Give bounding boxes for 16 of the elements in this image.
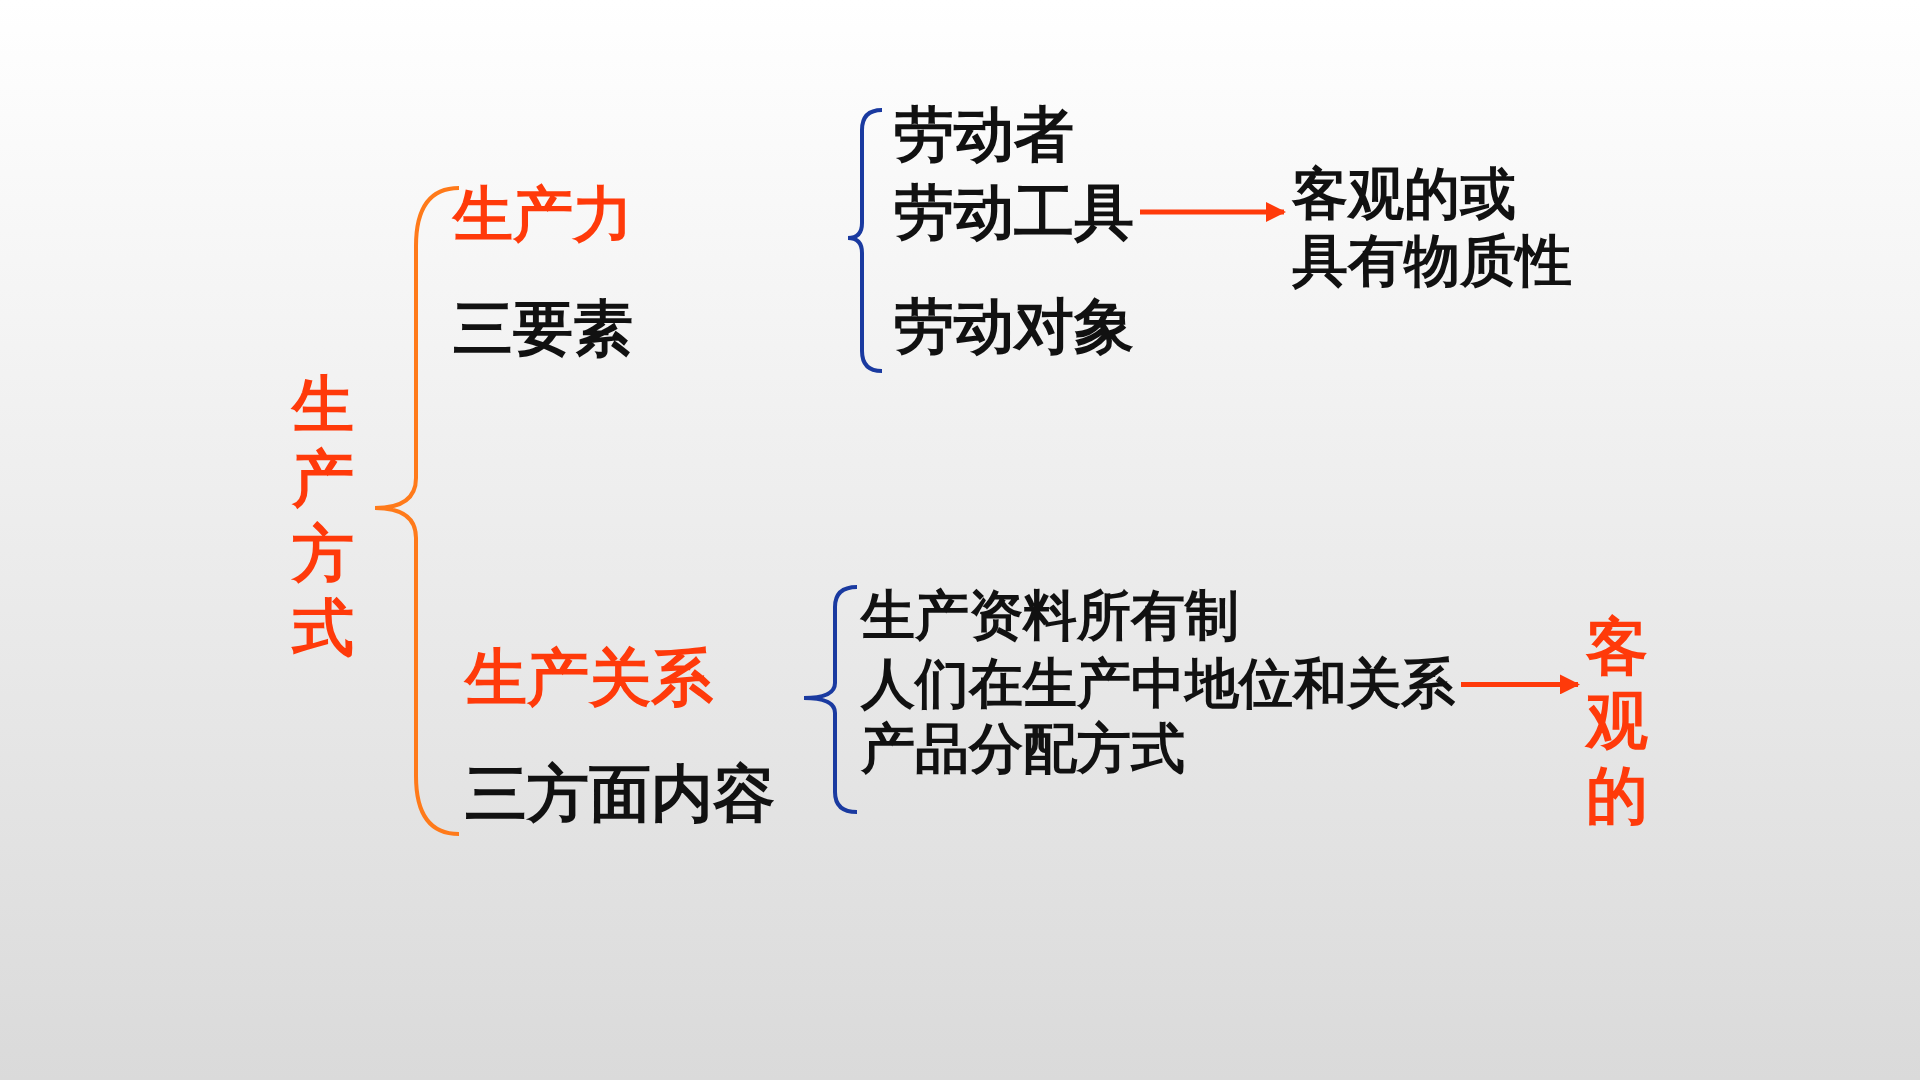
label-text: 劳动对象	[894, 292, 1134, 361]
label-text: 生产力	[453, 180, 633, 249]
label-text: 劳动者	[894, 100, 1074, 169]
label-text: 产品分配方式	[861, 718, 1185, 781]
node-text: 人们在生产中地位和关系	[861, 652, 1455, 717]
label-text: 三方面内容	[465, 758, 775, 830]
label-text: 生产资料所有制	[861, 585, 1239, 648]
node-text: 客观的	[1586, 610, 1648, 834]
arrow	[1140, 202, 1286, 222]
label-text: 三要素	[453, 294, 633, 363]
label-text: 生产关系	[465, 642, 713, 714]
node-text: 劳动工具	[894, 176, 1134, 248]
arrow	[1461, 674, 1580, 695]
label-text: 生产方式	[292, 368, 354, 666]
node-text: 具有物质性	[1292, 227, 1572, 295]
node-text: 客观的或	[1292, 160, 1517, 228]
